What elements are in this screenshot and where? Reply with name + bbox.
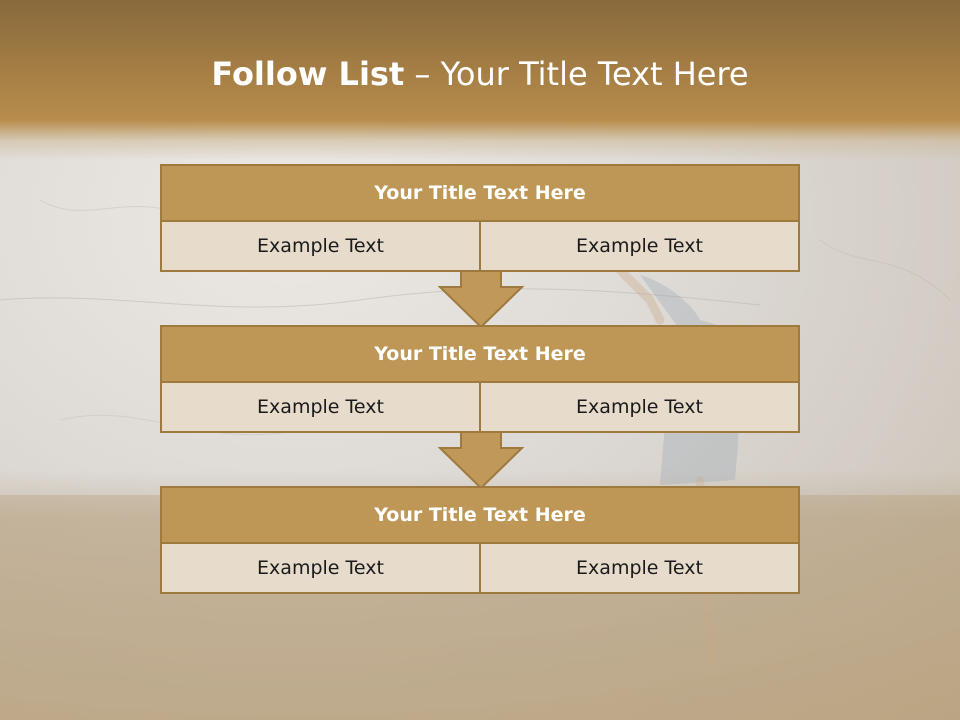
- flow-block-cell-left: Example Text: [160, 222, 481, 272]
- flow-block-row: Example Text Example Text: [160, 544, 800, 594]
- down-arrow-icon: [438, 271, 524, 329]
- title-band: [0, 0, 960, 160]
- flow-block-title: Your Title Text Here: [160, 486, 800, 544]
- flow-block-1: Your Title Text Here Example Text Exampl…: [160, 164, 800, 272]
- flow-block-cell-right: Example Text: [481, 383, 800, 433]
- flow-block-row: Example Text Example Text: [160, 222, 800, 272]
- flow-block-cell-left: Example Text: [160, 383, 481, 433]
- slide-title: Follow List – Your Title Text Here: [0, 55, 960, 93]
- down-arrow-icon: [438, 432, 524, 490]
- flow-block-cell-left: Example Text: [160, 544, 481, 594]
- flow-block-row: Example Text Example Text: [160, 383, 800, 433]
- flow-block-title: Your Title Text Here: [160, 325, 800, 383]
- slide-title-bold: Follow List: [211, 55, 405, 93]
- flow-block-cell-right: Example Text: [481, 544, 800, 594]
- flow-block-title: Your Title Text Here: [160, 164, 800, 222]
- flow-block-2: Your Title Text Here Example Text Exampl…: [160, 325, 800, 433]
- slide-title-rest: – Your Title Text Here: [404, 55, 749, 93]
- flow-block-3: Your Title Text Here Example Text Exampl…: [160, 486, 800, 594]
- flow-block-cell-right: Example Text: [481, 222, 800, 272]
